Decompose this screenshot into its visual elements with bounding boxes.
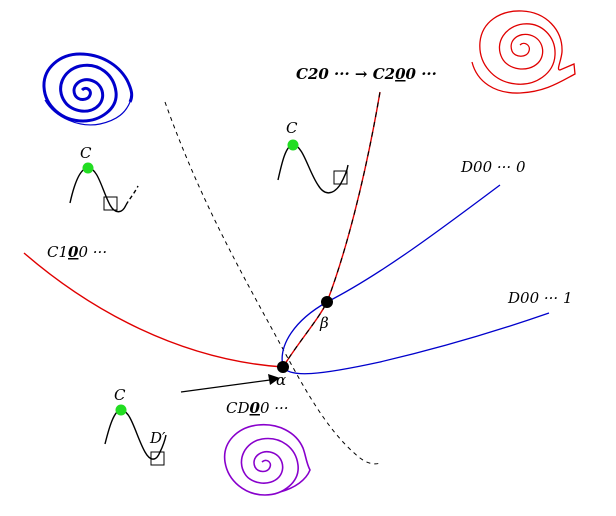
label-c-left: C xyxy=(80,144,92,162)
purple-spiral xyxy=(223,423,311,496)
label-left-sequence: C100 ··· xyxy=(47,243,107,261)
label-right-upper: D00 ··· 0 xyxy=(460,158,526,176)
square-marker-bottom xyxy=(150,451,165,466)
black-dashed-overlay xyxy=(282,91,381,368)
arrow-to-alpha xyxy=(180,379,271,393)
dashed-separatrix xyxy=(164,101,381,465)
label-bottom-sequence: CD00 ··· xyxy=(226,399,289,417)
wave-glyph-left-dash xyxy=(125,185,139,206)
wave-glyph-bottom xyxy=(104,409,167,460)
square-marker-left xyxy=(103,196,118,211)
red-curve-left xyxy=(23,252,284,368)
wave-glyph-top xyxy=(277,144,349,194)
label-top-sequence: C20 ··· → C200 ··· xyxy=(296,65,437,83)
label-c-bottom: C xyxy=(114,386,126,404)
blue-curve-lower xyxy=(282,312,550,375)
point-beta xyxy=(321,296,333,308)
green-dot-bottom xyxy=(115,404,127,416)
label-c-top: C xyxy=(286,119,298,137)
blue-spiral-tail xyxy=(44,99,131,126)
green-dot-left xyxy=(82,162,94,174)
point-alpha xyxy=(277,361,289,373)
green-dot-top xyxy=(287,139,299,151)
blue-curve-upper xyxy=(281,184,501,368)
label-alpha: α xyxy=(276,371,286,389)
square-marker-top xyxy=(333,170,348,185)
arrow-head xyxy=(268,374,280,385)
wave-glyph-left xyxy=(69,167,127,213)
red-spiral xyxy=(471,10,576,94)
label-d-prime: D′ xyxy=(149,429,166,447)
blue-spiral xyxy=(42,52,134,123)
label-right-lower: D00 ··· 1 xyxy=(507,289,573,307)
label-beta: β xyxy=(319,314,329,332)
